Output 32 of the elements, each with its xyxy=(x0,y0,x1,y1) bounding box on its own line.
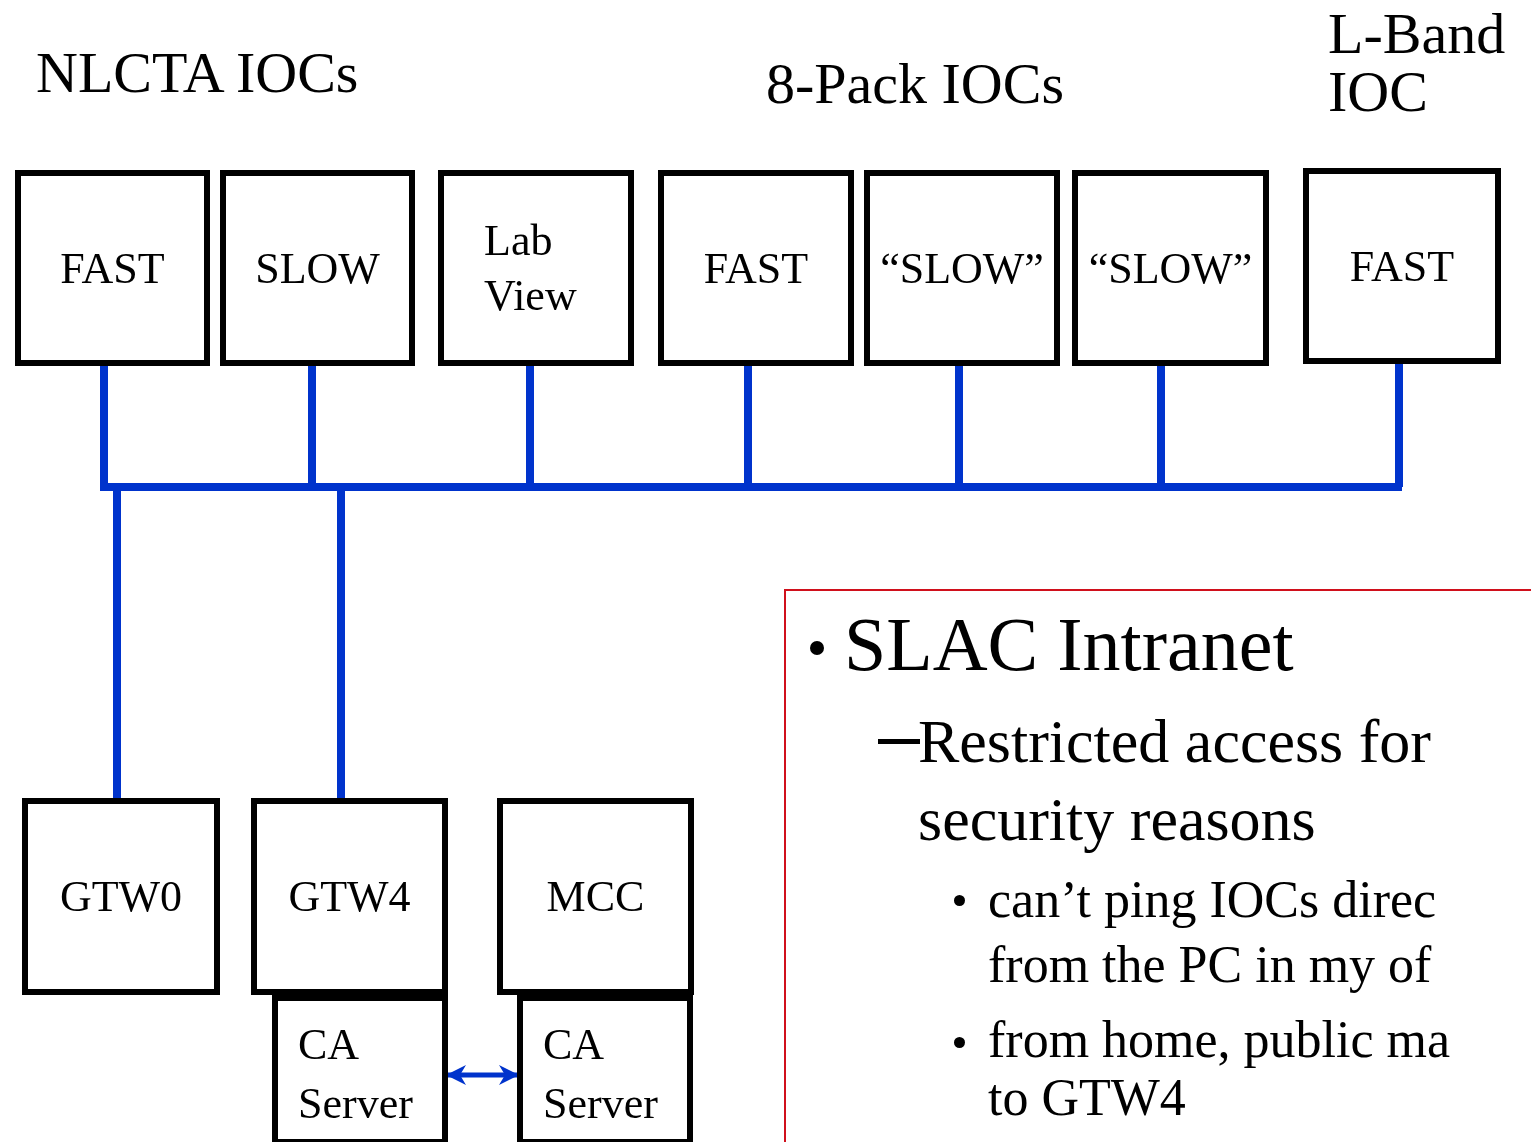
box-label: FAST xyxy=(703,242,809,295)
device-box xyxy=(15,170,210,366)
device-box xyxy=(272,995,448,1142)
group-heading: L-Band IOC xyxy=(1328,5,1507,121)
bullet-text: from home, public ma to GTW4 xyxy=(988,1011,1452,1128)
device-box xyxy=(438,170,634,366)
bullet-text: Restricted access for security reasons xyxy=(918,706,1432,855)
heading-text: SLAC Intranet xyxy=(844,601,1295,688)
device-box xyxy=(220,170,415,366)
box-label: GTW0 xyxy=(59,871,183,923)
device-box xyxy=(658,170,854,366)
box-label: MCC xyxy=(546,871,645,923)
device-box xyxy=(1072,170,1269,366)
device-box xyxy=(497,798,694,995)
box-label: GTW4 xyxy=(288,871,411,923)
box-label: FAST xyxy=(60,242,165,295)
box-label: SLOW xyxy=(255,242,380,295)
box-label: Lab View xyxy=(484,215,578,322)
group-heading: 8-Pack IOCs xyxy=(766,55,1064,113)
device-box xyxy=(251,798,448,995)
connector-line xyxy=(1395,364,1403,487)
group-heading: NLCTA IOCs xyxy=(36,44,359,102)
device-box xyxy=(517,995,693,1142)
box-label: FAST xyxy=(1349,240,1455,293)
box-label: CA Server xyxy=(298,1019,414,1131)
box-label: CA Server xyxy=(543,1019,659,1131)
device-box xyxy=(1303,168,1501,364)
box-label: “SLOW” xyxy=(880,242,1044,295)
note-panel xyxy=(784,589,1531,1142)
device-box xyxy=(22,798,220,995)
device-box xyxy=(864,170,1060,366)
box-label: “SLOW” xyxy=(1088,242,1253,295)
